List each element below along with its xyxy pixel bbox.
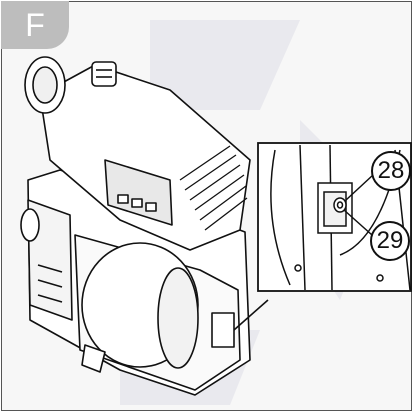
callout-29: 29 [370,221,410,261]
callout-28: 28 [371,151,411,191]
figure-label: F [1,1,69,49]
motor-housing [39,64,251,251]
motor-fins [179,145,248,231]
leader-line [233,299,269,331]
top-plug [91,61,117,87]
inspection-window [211,312,235,348]
